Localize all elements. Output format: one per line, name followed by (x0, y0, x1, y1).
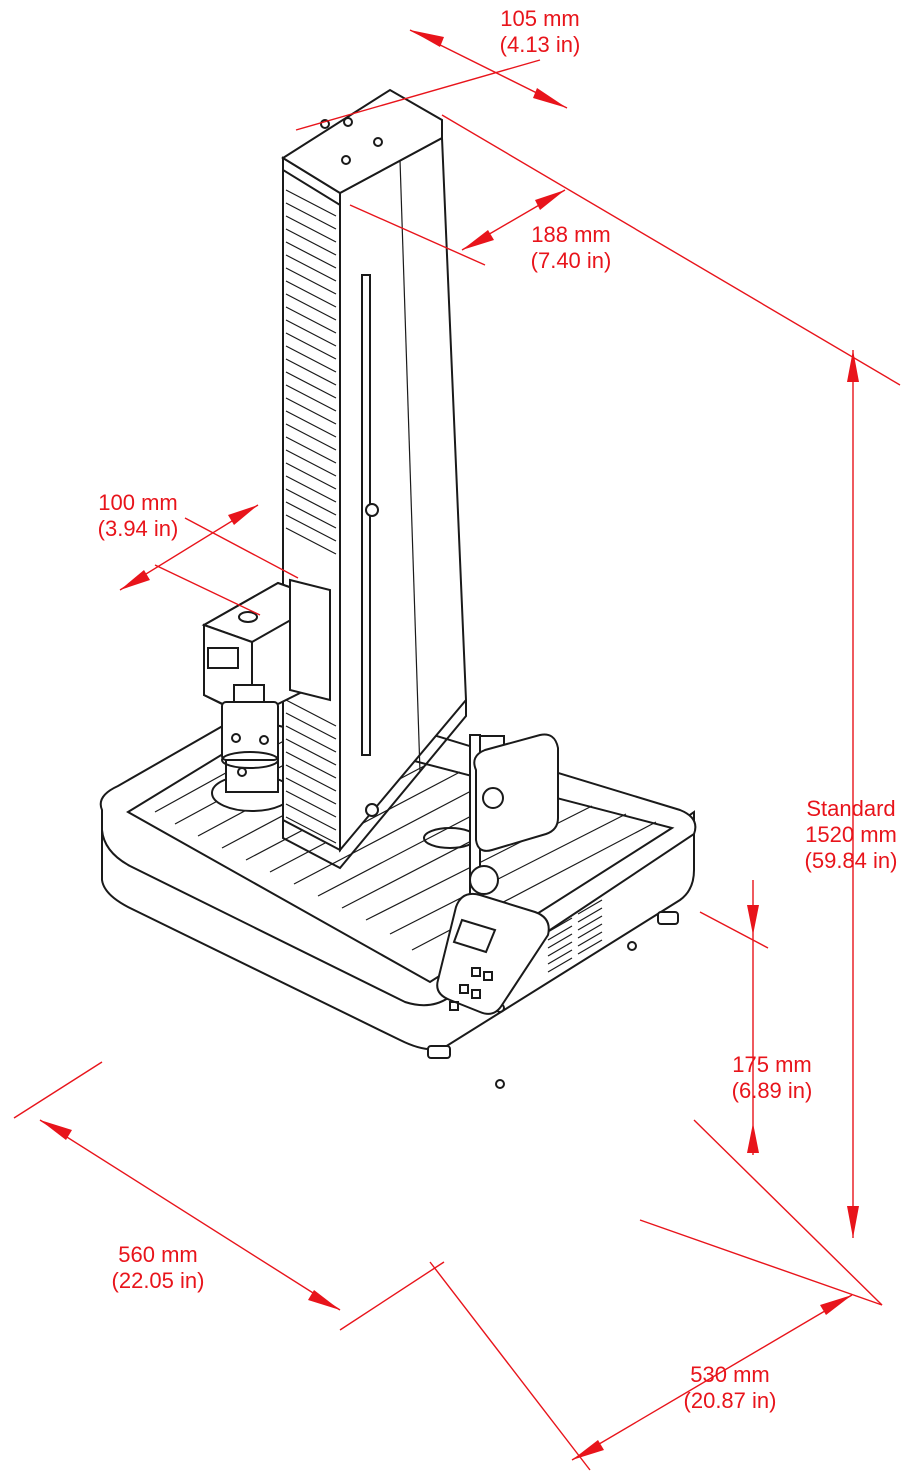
limit-stop (365, 503, 379, 517)
pendant-buttons (449, 967, 493, 1011)
dim-height-variant: Standard (806, 796, 896, 821)
dimension-lines (13, 29, 901, 1471)
dim-label-top-width: 105 mm (4.13 in) (484, 6, 596, 58)
dim-top-depth-mm: 188 mm (531, 222, 611, 247)
crosshead-knob (238, 611, 258, 623)
pendant-screen (452, 918, 497, 954)
crosshead-bracket (289, 578, 331, 702)
dim-crosshead-in: (3.94 in) (97, 516, 179, 541)
dim-base-height (699, 880, 769, 1155)
control-unit (436, 733, 559, 1015)
dim-base-depth (429, 1119, 883, 1471)
dim-top-depth-in: (7.40 in) (530, 248, 612, 273)
dim-base-width-mm: 560 mm (118, 1242, 198, 1267)
dim-crosshead (119, 504, 299, 616)
dim-label-height: Standard 1520 mm (59.84 in) (795, 796, 907, 874)
dim-top-depth (349, 114, 901, 386)
base-screw (495, 1079, 505, 1089)
dim-base-depth-mm: 530 mm (690, 1362, 770, 1387)
dim-label-crosshead: 100 mm (3.94 in) (82, 490, 194, 542)
handheld-pendant (436, 892, 550, 1015)
dim-top-width (295, 29, 568, 131)
column-top (281, 88, 443, 195)
dim-label-base-width: 560 mm (22.05 in) (102, 1242, 214, 1294)
dim-base-height-mm: 175 mm (732, 1052, 812, 1077)
dim-base-height-in: (6.89 in) (731, 1078, 813, 1103)
dim-label-base-depth: 530 mm (20.87 in) (674, 1362, 786, 1414)
dim-height-in: (59.84 in) (804, 848, 898, 873)
dim-base-width-in: (22.05 in) (111, 1268, 205, 1293)
dim-height (639, 350, 883, 1306)
controller-box (473, 733, 559, 852)
vent-grille (547, 899, 603, 973)
dim-base-depth-in: (20.87 in) (683, 1388, 777, 1413)
dim-height-mm: 1520 mm (805, 822, 897, 847)
dim-base-width (13, 1061, 445, 1331)
dim-label-top-depth: 188 mm (7.40 in) (515, 222, 627, 274)
base-foot (657, 911, 679, 925)
column-left-face (282, 156, 341, 852)
base-screw (627, 941, 637, 951)
crosshead-display (207, 647, 239, 669)
limit-stop (365, 803, 379, 817)
column-louvers (285, 189, 337, 850)
dim-top-width-mm: 105 mm (500, 6, 580, 31)
crosshead (201, 578, 331, 769)
base-foot (427, 1045, 451, 1059)
crosshead-grip (221, 684, 279, 769)
controller-connector (469, 865, 499, 895)
dim-top-width-in: (4.13 in) (499, 32, 581, 57)
dim-crosshead-mm: 100 mm (98, 490, 178, 515)
controller-knob (482, 787, 504, 809)
dim-label-base-height: 175 mm (6.89 in) (716, 1052, 828, 1104)
